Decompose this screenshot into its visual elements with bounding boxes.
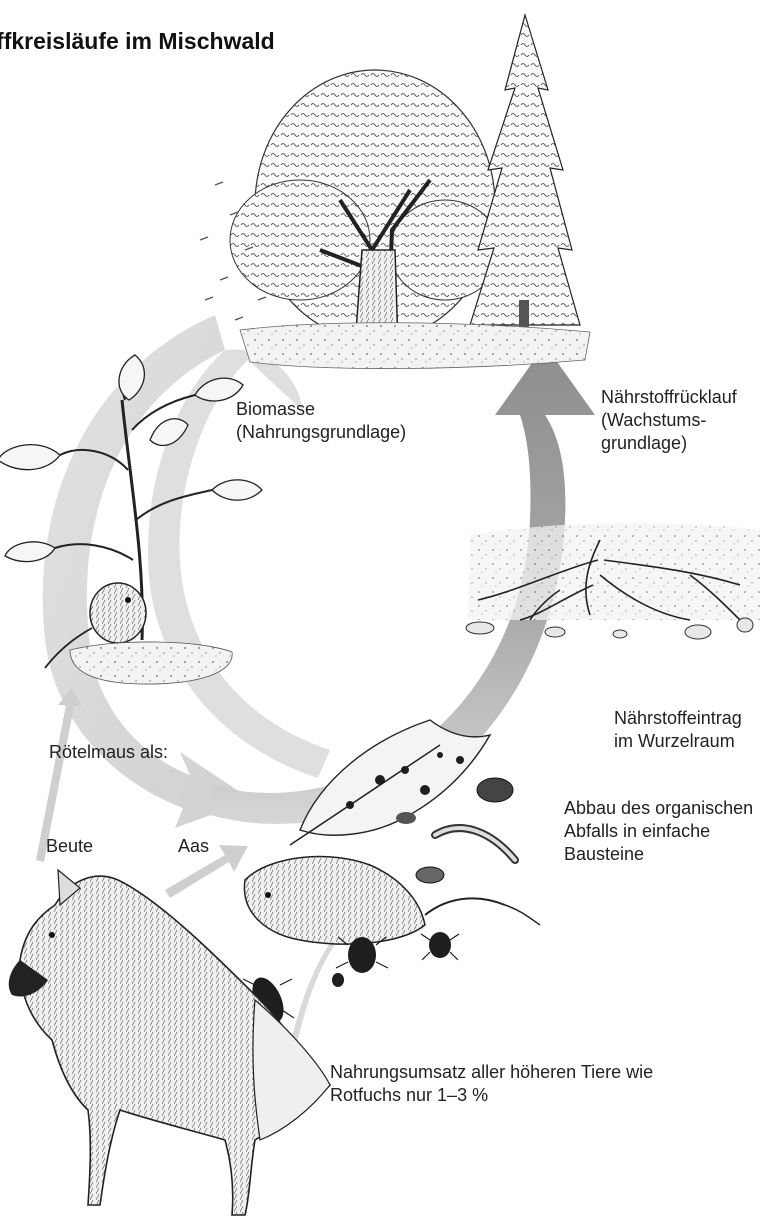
carrion-label: Aas — [178, 835, 209, 858]
diagram-title: offkreisläufe im Mischwald — [0, 28, 275, 55]
decomposition-label: Abbau des organischen Abfalls in einfach… — [564, 797, 753, 866]
biomass-label: Biomasse (Nahrungsgrundlage) — [236, 398, 406, 444]
carrion-insects — [246, 932, 451, 1027]
nutrient-return-label: Nährstoffrücklauf (Wachstums- grundlage) — [601, 386, 737, 455]
vole-role-label: Rötelmaus als: — [49, 741, 168, 764]
vole-carcass-illustration — [244, 857, 540, 945]
prey-label: Beute — [46, 835, 93, 858]
food-turnover-label: Nahrungsumsatz aller höheren Tiere wie R… — [330, 1061, 653, 1107]
oak-tree-illustration — [230, 70, 500, 345]
leaf-litter-ground — [240, 323, 590, 369]
sapling-leaves — [0, 355, 262, 562]
nutrient-input-label: Nährstoffeintrag im Wurzelraum — [614, 707, 742, 753]
